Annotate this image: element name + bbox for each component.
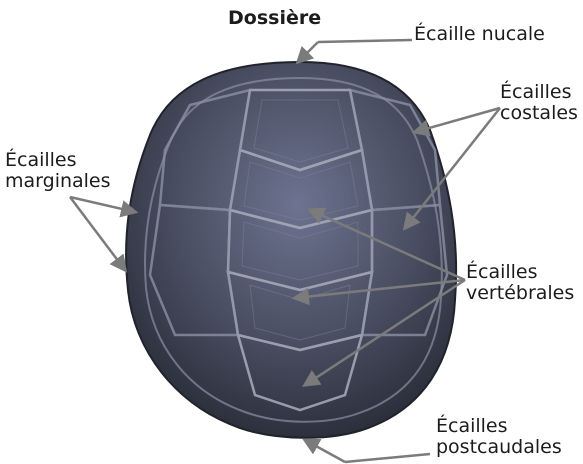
label-ecaille-nucale-line1: Écaille nucale bbox=[414, 24, 545, 45]
label-ecailles-postcaudales-line2: postcaudales bbox=[436, 437, 562, 458]
label-ecailles-marginales: Écailles marginales bbox=[5, 150, 111, 192]
label-ecailles-postcaudales-line1: Écailles bbox=[436, 416, 562, 437]
label-ecaille-nucale: Écaille nucale bbox=[414, 24, 545, 45]
leader-postcaudale-2 bbox=[305, 440, 345, 462]
label-ecailles-costales-line2: costales bbox=[500, 103, 578, 124]
leader-nucale bbox=[318, 40, 412, 42]
label-ecailles-vertebrales-line1: Écailles bbox=[466, 262, 574, 283]
label-ecailles-vertebrales-line2: vertébrales bbox=[466, 283, 574, 304]
label-ecailles-marginales-line2: marginales bbox=[5, 171, 111, 192]
label-ecailles-postcaudales: Écailles postcaudales bbox=[436, 416, 562, 458]
tortoise-shell bbox=[126, 62, 456, 438]
leader-nucale-arrow bbox=[298, 42, 318, 62]
label-ecailles-costales-line1: Écailles bbox=[500, 82, 578, 103]
label-ecailles-costales: Écailles costales bbox=[500, 82, 578, 124]
label-ecailles-vertebrales: Écailles vertébrales bbox=[466, 262, 574, 304]
label-ecailles-marginales-line1: Écailles bbox=[5, 150, 111, 171]
diagram-title: Dossière bbox=[228, 8, 321, 29]
leader-costale-1 bbox=[415, 108, 500, 132]
leader-postcaudale-1 bbox=[345, 454, 430, 462]
